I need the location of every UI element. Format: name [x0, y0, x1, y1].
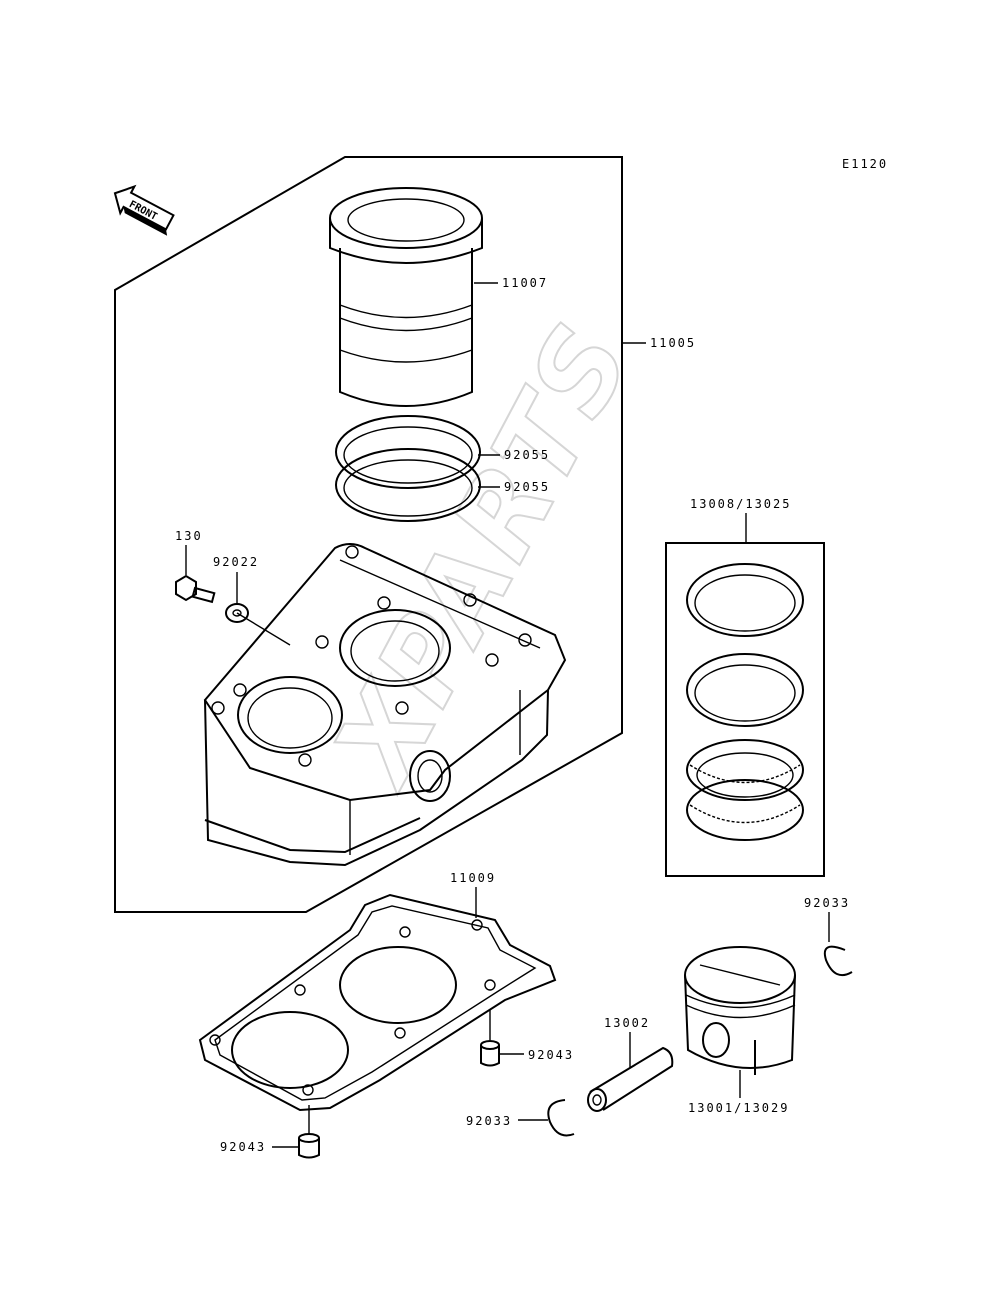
label-11009: 11009	[450, 871, 496, 885]
liner-gaskets	[335, 415, 481, 522]
bolt-130	[175, 574, 216, 604]
dowel-92043-upper	[480, 1040, 500, 1067]
label-92033-left: 92033	[466, 1114, 512, 1128]
label-92055-upper: 92055	[504, 448, 550, 462]
piston-pin	[587, 1046, 674, 1112]
label-13002: 13002	[604, 1016, 650, 1030]
front-arrow-icon: FRONT	[113, 184, 175, 236]
base-gasket	[198, 893, 557, 1112]
cylinder-block	[203, 543, 567, 867]
piston-rings-box	[665, 542, 825, 877]
label-92055-lower: 92055	[504, 480, 550, 494]
watermark: XPARTS	[306, 301, 658, 809]
label-92033-right: 92033	[804, 896, 850, 910]
label-130: 130	[175, 529, 203, 543]
cylinder-liner	[329, 187, 483, 407]
label-13001-13029: 13001/13029	[688, 1101, 789, 1115]
label-92022: 92022	[213, 555, 259, 569]
piston-rings	[686, 563, 804, 841]
leader-lines	[185, 282, 830, 1148]
piston	[684, 946, 796, 1075]
circlip-92033-right	[823, 945, 853, 976]
circlip-92033-left	[547, 1099, 575, 1137]
label-92043-lower: 92043	[220, 1140, 266, 1154]
watermark-text: XPARTS	[307, 302, 657, 808]
label-11005: 11005	[650, 336, 696, 350]
label-13008-13025: 13008/13025	[690, 497, 791, 511]
label-11007: 11007	[502, 276, 548, 290]
diagram-code: E1120	[842, 157, 888, 171]
label-92043-upper: 92043	[528, 1048, 574, 1062]
cylinder-assembly-outline	[114, 156, 623, 913]
dowel-92043-lower	[298, 1133, 320, 1159]
